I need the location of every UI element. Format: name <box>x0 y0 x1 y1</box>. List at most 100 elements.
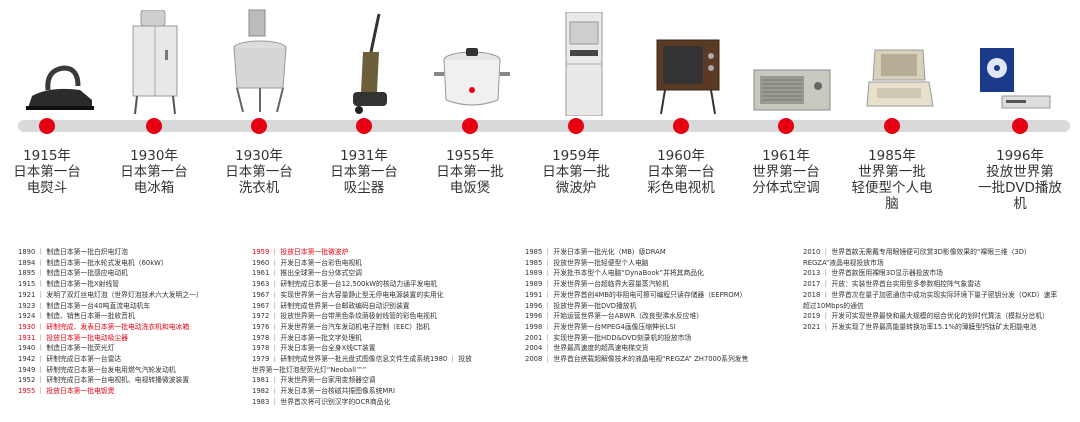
milestone-line: 世界第一批 <box>858 164 926 180</box>
history-item: 1955 ｜ 投放日本第一批电饭煲 <box>18 387 115 396</box>
history-item: 1983 ｜ 世界首次将可识别汉字的OCR商品化 <box>252 397 391 406</box>
history-item: 1923 ｜ 制造日本第一台40吨直流电动机车 <box>18 301 151 310</box>
history-item: 1989 ｜ 开发批书本型个人电脑“DynaBook”并将其商品化 <box>525 269 704 278</box>
milestone-label: 1996年 投放世界第 一批DVD播放 机 <box>970 148 1070 212</box>
history-item: 2017 ｜ 开放：实装世界首台实用型多参数相控阵气象雷达 <box>803 280 981 289</box>
timeline-dot <box>39 118 55 134</box>
milestone-year: 1959年 <box>552 148 600 164</box>
milestone-line: 电饭煲 <box>449 180 491 196</box>
history-item: 1940 ｜ 制造日本第一批荧光灯 <box>18 344 115 353</box>
milestone-line: 日本第一台 <box>225 164 293 180</box>
milestone-line: 投放世界第 <box>986 164 1054 180</box>
history-item: 1890 ｜ 制造日本第一批白炽电灯泡 <box>18 248 128 256</box>
history-item: 1996 ｜ 开始运营世界第一台ABWR（改良型沸水反应堆） <box>525 312 704 321</box>
electric-iron-icon <box>20 4 100 116</box>
history-item: 2010 ｜ 世界首款无需戴专用眼镜便可欣赏3D影像效果的“裸眼三维（3D）RE… <box>803 248 1031 267</box>
milestone-label: 1960年 日本第一台 彩色电视机 <box>631 148 731 196</box>
history-item: 1949 ｜ 研制完成日本第一台发电用燃气汽轮发动机 <box>18 365 176 374</box>
milestone-year: 1960年 <box>657 148 705 164</box>
dvd-player-icon <box>972 4 1052 116</box>
history-item: 2001 ｜ 实现世界第一批HDD&DVD刻录机的投放市场 <box>525 333 692 342</box>
history-column-2: 1959 ｜ 投放日本第一批微波炉 1960 ｜ 开发日本第一台彩色电视机 1961… <box>252 247 514 408</box>
milestone-year: 1985年 <box>868 148 916 164</box>
history-item: 1960 ｜ 开发日本第一台彩色电视机 <box>252 258 362 267</box>
milestone-line: 脑 <box>885 196 899 212</box>
vacuum-cleaner-icon <box>330 4 410 116</box>
history-item: 1961 ｜ 推出全球第一台分体式空调 <box>252 269 362 278</box>
air-conditioner-icon <box>752 4 832 116</box>
timeline-dot <box>1012 118 1028 134</box>
history-item: 1967 ｜ 实现世界第一台大容量静止型无停电电源装置的实用化 <box>252 290 444 299</box>
milestone-year: 1930年 <box>235 148 283 164</box>
milestone-line: 日本第一台 <box>120 164 188 180</box>
history-item: 2013 ｜ 世界首款医用裸眼3D显示器投放市场 <box>803 269 943 278</box>
timeline-dot <box>884 118 900 134</box>
timeline-dot <box>146 118 162 134</box>
history-item: 1921 ｜ 发明了双灯丝电灯泡（世界灯泡技术六大发明之一） <box>18 290 203 299</box>
history-item: 1930 ｜ 研制完成、发表日本第一批电动洗衣机和电冰箱 <box>18 322 190 331</box>
timeline-bar <box>18 120 1070 132</box>
history-item: 1989 ｜ 开发世界第一台超临界大容量蒸汽轮机 <box>525 280 669 289</box>
history-item: 2019 ｜ 开发可实现世界最快和最大规模的组合优化的划时代算法（模拟分岔机） <box>803 312 1049 321</box>
history-item: 1991 ｜ 开发世界首创4MB的非阻电可擦可编程只读存储器（EEPROM） <box>525 290 747 299</box>
washing-machine-icon <box>220 4 300 116</box>
history-item: 1931 ｜ 投放日本第一批电动吸尘器 <box>18 333 128 342</box>
history-item: 1895 ｜ 制造日本第一批感应电动机 <box>18 269 128 278</box>
timeline-dot <box>251 118 267 134</box>
timeline-dot <box>673 118 689 134</box>
milestone-line: 日本第一台 <box>647 164 715 180</box>
milestone-line: 机 <box>1013 196 1027 212</box>
milestone-label: 1955年 日本第一批 电饭煲 <box>420 148 520 196</box>
milestone-line: 洗衣机 <box>238 180 280 196</box>
milestone-line: 分体式空调 <box>752 180 820 196</box>
history-column-1: 1890 ｜ 制造日本第一批白炽电灯泡 1894 ｜ 制造日本第一批水轮式发电机（… <box>18 247 254 397</box>
milestone-line: 吸尘器 <box>343 180 385 196</box>
refrigerator-icon <box>115 4 195 116</box>
milestone-label: 1931年 日本第一台 吸尘器 <box>314 148 414 196</box>
history-item: 1998 ｜ 开发世界第一台MPEG4画像压缩伸长LSI <box>525 322 676 331</box>
history-item: 1967 ｜ 研制完成世界第一台邮政编码自动识别装置 <box>252 301 410 310</box>
milestone-line: 日本第一批 <box>436 164 504 180</box>
history-item: 1985 ｜ 开发日本第一批光化（MB）级DRAM <box>525 248 666 256</box>
milestone-line: 日本第一批 <box>542 164 610 180</box>
milestone-line: 轻便型个人电 <box>851 180 933 196</box>
rice-cooker-icon <box>432 4 512 116</box>
milestone-label: 1985年 世界第一批 轻便型个人电 脑 <box>842 148 942 212</box>
history-item: 1894 ｜ 制造日本第一批水轮式发电机（60kW） <box>18 258 168 267</box>
history-item: 1963 ｜ 研制完成日本第一台12,500kW的核动力通平发电机 <box>252 280 438 289</box>
milestone-line: 微波炉 <box>555 180 597 196</box>
history-item: 1978 ｜ 开发日本第一台全身X线CT装置 <box>252 344 376 353</box>
milestone-year: 1930年 <box>130 148 178 164</box>
timeline-dot <box>356 118 372 134</box>
history-item: 1959 ｜ 投放日本第一批微波炉 <box>252 248 349 256</box>
history-item: 2021 ｜ 开发实现了世界最高能量转换功率15.1%的薄膜型钙钛矿太阳能电池 <box>803 322 1037 331</box>
timeline-dot <box>462 118 478 134</box>
milestone-label: 1915年 日本第一台 电熨斗 <box>0 148 97 196</box>
history-item: 1981 ｜ 开发世界第一台家用变频器空调 <box>252 376 376 385</box>
history-item: 2008 ｜ 世界首台搭载超解像技术的液晶电视“REGZA” ZH7000系列发… <box>525 355 749 364</box>
milestone-year: 1961年 <box>762 148 810 164</box>
milestone-label: 1959年 日本第一批 微波炉 <box>526 148 626 196</box>
milestone-line: 彩色电视机 <box>647 180 715 196</box>
milestone-line: 一批DVD播放 <box>978 180 1062 196</box>
milestone-label: 1930年 日本第一台 洗衣机 <box>209 148 309 196</box>
milestone-year: 1996年 <box>996 148 1044 164</box>
history-item: 2018 ｜ 世界首次在量子加密通信中成功实现实际环境下量子密钥分发（QKD）速… <box>803 290 1058 310</box>
timeline-dot <box>568 118 584 134</box>
history-column-4: 2010 ｜ 世界首款无需戴专用眼镜便可欣赏3D影像效果的“裸眼三维（3D）RE… <box>803 247 1063 333</box>
milestone-year: 1915年 <box>23 148 71 164</box>
timeline-dot <box>778 118 794 134</box>
history-item: 1942 ｜ 研制完成日本第一台雷达 <box>18 355 122 364</box>
milestone-line: 电冰箱 <box>133 180 175 196</box>
milestone-line: 日本第一台 <box>330 164 398 180</box>
history-item: 1924 ｜ 制造、销售日本第一批收音机 <box>18 312 135 321</box>
milestone-line: 日本第一台 <box>13 164 81 180</box>
milestone-line: 电熨斗 <box>26 180 68 196</box>
milestone-year: 1931年 <box>340 148 388 164</box>
history-item: 1972 ｜ 投放世界第一台带黑色条纹荫极射线管的彩色电视机 <box>252 312 437 321</box>
history-item: 1996 ｜ 投放世界第一批DVD播放机 <box>525 301 637 310</box>
milestone-label: 1930年 日本第一台 电冰箱 <box>104 148 204 196</box>
history-item: 1952 ｜ 研制完成日本第一台电视机、电视转播微波装置 <box>18 376 190 385</box>
history-item: 1982 ｜ 开发日本第一台核磁共振图像系统MRI <box>252 387 395 396</box>
